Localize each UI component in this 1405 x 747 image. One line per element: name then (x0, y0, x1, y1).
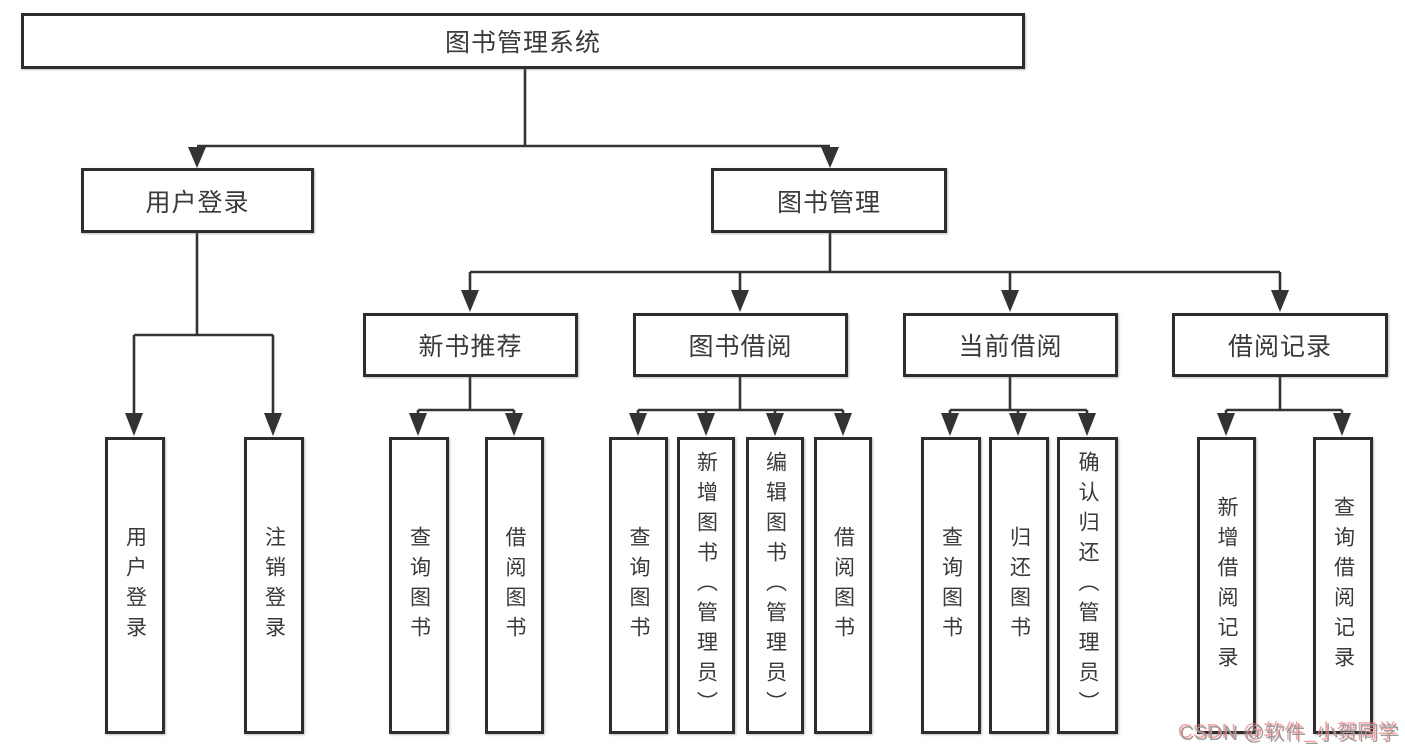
node-label: 新书推荐 (418, 333, 523, 361)
node-label: 查询图书 (939, 525, 963, 646)
node-label: 当前借阅 (958, 333, 1063, 361)
leaf-edit-book-admin: 编辑图书（管理员） (746, 437, 804, 734)
leaf-logout: 注销登录 (244, 437, 304, 734)
leaf-confirm-return-admin: 确认归还（管理员） (1057, 437, 1118, 734)
node-label: 查询图书 (627, 525, 650, 646)
node-label: 归还图书 (1007, 525, 1031, 646)
leaf-query-books-current: 查询图书 (921, 437, 981, 734)
node-label: 用户登录 (123, 525, 147, 646)
leaf-borrow-books: 借阅图书 (814, 437, 872, 734)
node-label: 图书管理系统 (444, 29, 601, 57)
node-label: 用户登录 (145, 188, 250, 217)
leaf-add-borrow-record: 新增借阅记录 (1197, 437, 1256, 734)
node-library-management-system: 图书管理系统 (21, 13, 1025, 69)
node-label: 图书管理 (776, 188, 881, 217)
node-label: 注销登录 (262, 525, 286, 646)
node-book-borrowing: 图书借阅 (633, 313, 848, 377)
node-label: 编辑图书（管理员） (763, 450, 787, 721)
node-label: 新增图书（管理员） (694, 450, 718, 721)
node-label: 借阅图书 (503, 525, 526, 646)
leaf-add-book-admin: 新增图书（管理员） (677, 437, 735, 734)
leaf-query-borrow-record: 查询借阅记录 (1313, 437, 1373, 734)
csdn-watermark: CSDN @软件_小贺同学 (1179, 723, 1400, 745)
node-label: 查询图书 (407, 525, 431, 646)
leaf-return-books: 归还图书 (989, 437, 1049, 734)
node-label: 图书借阅 (688, 333, 793, 361)
node-label: 新增借阅记录 (1215, 495, 1238, 676)
node-label: 借阅图书 (831, 525, 855, 646)
leaf-query-books-recommend: 查询图书 (389, 437, 449, 734)
node-new-book-recommendation: 新书推荐 (363, 313, 578, 377)
node-user-login: 用户登录 (81, 168, 314, 233)
node-label: 确认归还（管理员） (1076, 450, 1099, 721)
node-borrowing-records: 借阅记录 (1172, 313, 1388, 377)
node-book-management: 图书管理 (711, 168, 947, 233)
node-current-borrowing: 当前借阅 (903, 313, 1118, 377)
node-label: 查询借阅记录 (1331, 495, 1355, 676)
leaf-borrow-books-recommend: 借阅图书 (485, 437, 544, 734)
leaf-query-books-borrow: 查询图书 (609, 437, 668, 734)
node-label: 借阅记录 (1227, 333, 1332, 361)
leaf-user-login: 用户登录 (105, 437, 165, 734)
